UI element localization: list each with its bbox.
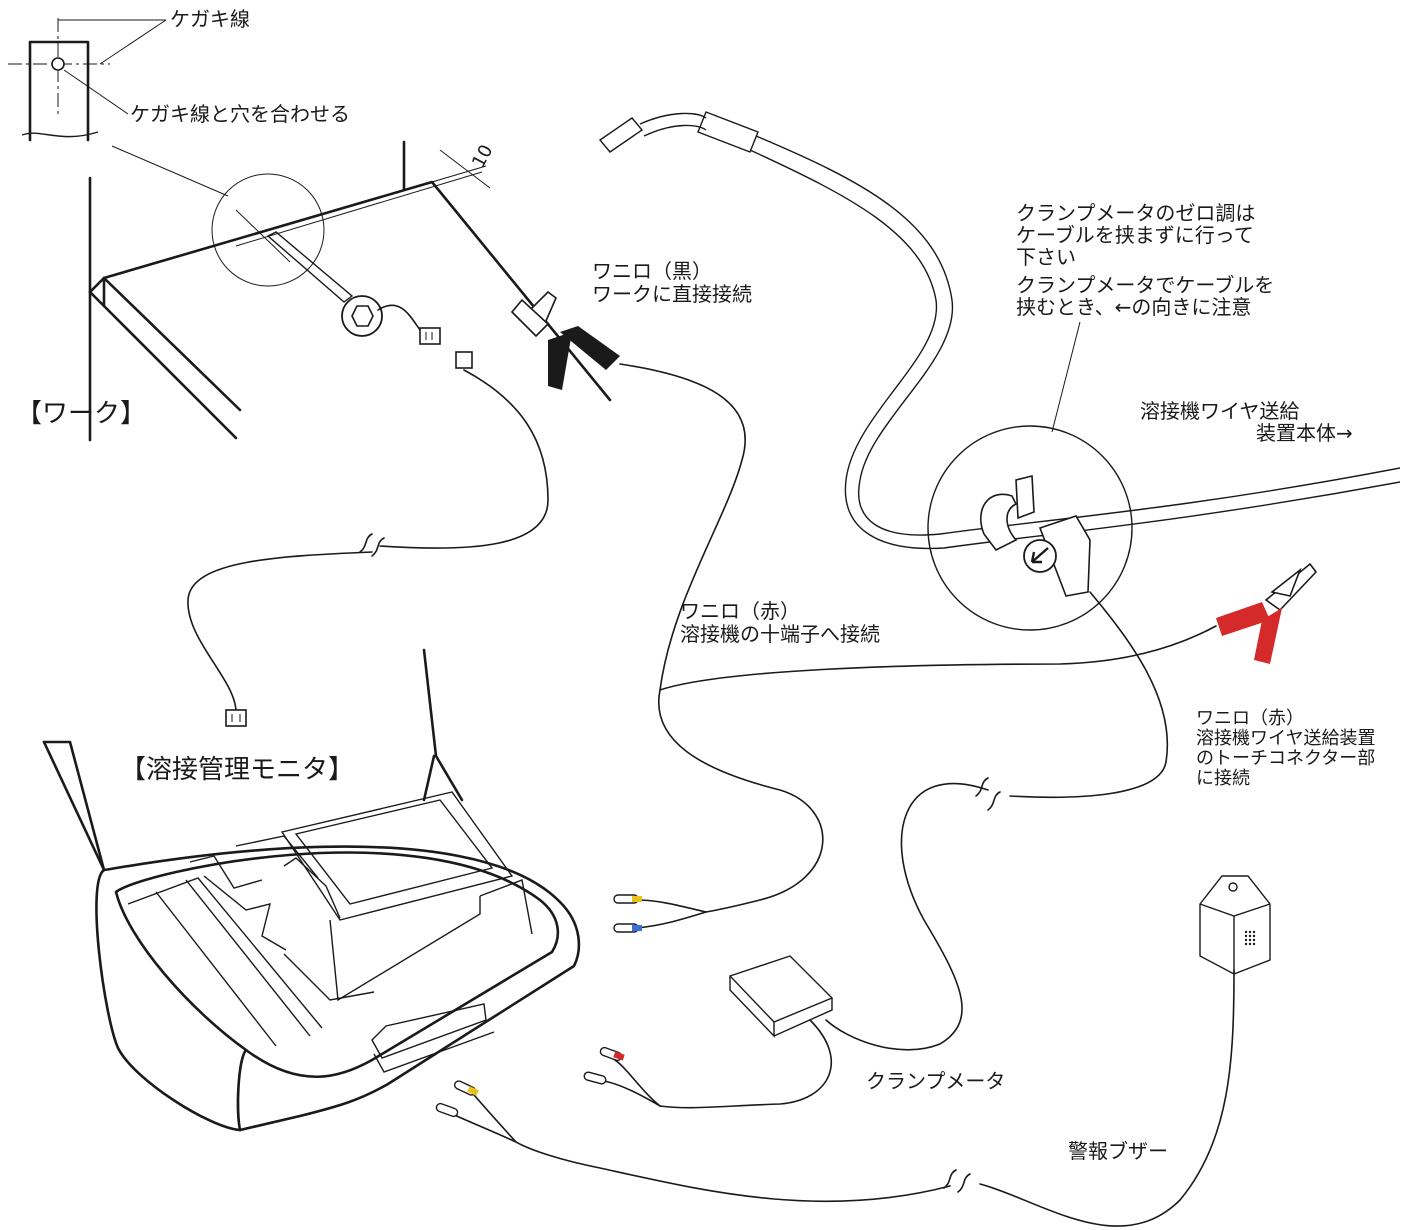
wire-break-mark-1 (359, 533, 385, 557)
clamp-meter-label: クランプメータ (866, 1069, 1005, 1093)
banana-plugs-blue (613, 894, 707, 933)
kegaki-line-label: ケガキ線 (170, 7, 250, 31)
feeder-label-2: 装置本体→ (1256, 421, 1353, 445)
black-clip-grip-1 (548, 332, 572, 390)
black-clip-label-1: ワニロ（黒） (592, 259, 712, 283)
black-clip-label-2: ワークに直接接続 (592, 282, 752, 306)
red-clip-grip-1 (1216, 602, 1270, 636)
hole-alignment-detail (8, 18, 229, 197)
red-torch-label-3: のトーチコネクター部 (1196, 748, 1375, 769)
clamp-note-4: クランプメータでケーブルを (1016, 273, 1274, 297)
align-hole-label: ケガキ線と穴を合わせる (130, 102, 350, 126)
dimension-label: 10 (468, 141, 497, 171)
black-alligator-clip (510, 290, 620, 390)
sensor-lug (266, 231, 473, 369)
red-plus-label-1: ワニロ（赤） (680, 599, 800, 623)
buzzer-label: 警報ブザー (1068, 1139, 1168, 1163)
speaker-grille-icon (1244, 930, 1256, 946)
feeder-label-1: 溶接機ワイヤ送給 (1140, 399, 1299, 423)
workpiece (88, 140, 612, 442)
red-torch-label-2: 溶接機ワイヤ送給装置 (1196, 728, 1375, 749)
welding-cable (598, 111, 1401, 550)
clamp-note-5: 挟むとき、←の向きに注意 (1016, 295, 1251, 319)
clamp-detail (927, 321, 1133, 631)
clamp-note-2: ケーブルを挟まずに行って (1016, 223, 1254, 247)
black-clip-grip-2 (560, 326, 620, 370)
clamp-note-1: クランプメータのゼロ調は (1016, 201, 1255, 225)
red-clip-grip-2 (1254, 608, 1282, 664)
welding-monitor-case (42, 648, 581, 1132)
monitor-label: 【溶接管理モニタ】 (120, 755, 354, 785)
red-alligator-clip (1216, 562, 1318, 664)
work-label: 【ワーク】 (16, 399, 146, 429)
signal-cables (187, 363, 1235, 1227)
direction-arrow-icon (1030, 547, 1049, 564)
red-plus-label-2: 溶接機の十端子へ接続 (680, 622, 880, 646)
wire-break-mark-2 (975, 777, 1001, 811)
banana-plugs-yellow (435, 1080, 517, 1143)
alarm-buzzer (1199, 875, 1271, 975)
wire-break-mark-3 (943, 1169, 971, 1193)
red-torch-label-4: に接続 (1196, 768, 1250, 789)
banana-plugs-red (583, 1046, 661, 1107)
clamp-meter-box (728, 955, 834, 1038)
red-torch-label-1: ワニロ（赤） (1196, 708, 1304, 729)
monitor-connector-plug (225, 709, 247, 727)
clamp-note-3: 下さい (1016, 245, 1076, 269)
